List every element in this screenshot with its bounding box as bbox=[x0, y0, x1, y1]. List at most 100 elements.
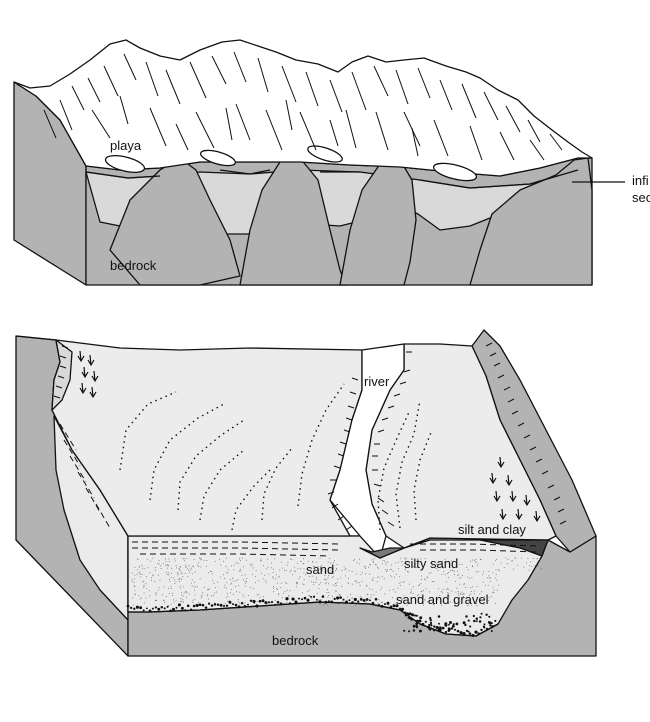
sand-dot bbox=[440, 601, 442, 603]
sand-dot bbox=[321, 565, 323, 566]
sand-dot bbox=[190, 569, 192, 571]
sand-dot bbox=[200, 566, 202, 568]
sand-dot bbox=[177, 571, 178, 573]
sand-dot bbox=[329, 557, 331, 559]
sand-dot bbox=[515, 557, 516, 559]
gravel-dot bbox=[477, 632, 481, 635]
sand-dot bbox=[417, 558, 418, 560]
sand-dot bbox=[319, 566, 321, 568]
sand-dot bbox=[432, 602, 434, 604]
sand-dot bbox=[485, 584, 486, 586]
sand-dot bbox=[495, 574, 497, 575]
sand-dot bbox=[279, 575, 281, 577]
sand-dot bbox=[134, 566, 136, 568]
sand-dot bbox=[227, 572, 229, 574]
sand-dot bbox=[185, 591, 187, 593]
gravel-dot bbox=[415, 614, 418, 617]
sand-dot bbox=[275, 599, 276, 601]
sand-dot bbox=[378, 599, 380, 601]
sand-dot bbox=[316, 578, 318, 580]
sand-dot bbox=[256, 601, 258, 603]
sand-dot bbox=[180, 570, 182, 572]
sand-dot bbox=[234, 586, 236, 587]
sand-dot bbox=[284, 590, 286, 592]
sand-dot bbox=[137, 558, 139, 560]
sand-dot bbox=[339, 594, 341, 596]
sand-dot bbox=[307, 560, 309, 562]
sand-dot bbox=[159, 579, 161, 581]
sand-dot bbox=[385, 564, 387, 566]
sand-dot bbox=[161, 594, 163, 596]
gravel-dot bbox=[488, 615, 491, 618]
sand-dot bbox=[224, 602, 226, 604]
sand-dot bbox=[360, 596, 362, 598]
sand-dot bbox=[482, 574, 484, 576]
sand-dot bbox=[143, 592, 145, 594]
sand-dot bbox=[388, 605, 390, 607]
sand-dot bbox=[402, 599, 404, 601]
sand-dot bbox=[453, 574, 455, 576]
sand-dot bbox=[149, 595, 151, 597]
sand-dot bbox=[173, 601, 175, 603]
sand-dot bbox=[157, 574, 159, 576]
sand-dot bbox=[341, 585, 343, 587]
sand-dot bbox=[460, 594, 462, 596]
gravel-dot bbox=[415, 626, 419, 629]
sand-dot bbox=[489, 577, 491, 579]
sand-dot bbox=[238, 570, 240, 572]
sand-dot bbox=[237, 579, 239, 581]
sand-dot bbox=[160, 568, 162, 570]
top-playa-oval-4 bbox=[432, 162, 478, 182]
gravel-dot bbox=[129, 606, 133, 610]
sand-dot bbox=[322, 569, 324, 571]
sand-dot bbox=[239, 568, 241, 570]
sand-dot bbox=[431, 562, 432, 564]
sand-dot bbox=[472, 559, 474, 561]
sand-dot bbox=[477, 570, 479, 572]
sand-dot bbox=[444, 558, 446, 560]
gravel-dot bbox=[490, 622, 493, 625]
sand-dot bbox=[300, 568, 302, 570]
sand-dot bbox=[528, 565, 530, 566]
sand-dot bbox=[451, 560, 453, 562]
gravel-dot bbox=[306, 598, 310, 602]
sand-dot bbox=[513, 568, 514, 570]
sand-dot bbox=[200, 557, 201, 559]
sand-dot bbox=[173, 577, 175, 579]
gravel-dot bbox=[428, 623, 431, 627]
gravel-dot bbox=[482, 625, 486, 628]
gravel-dot bbox=[171, 607, 176, 611]
sand-dot bbox=[378, 576, 380, 578]
sand-dot bbox=[134, 590, 136, 592]
gravel-dot bbox=[240, 601, 244, 605]
sand-dot bbox=[243, 603, 244, 605]
sand-dot bbox=[363, 566, 365, 568]
sand-dot bbox=[449, 564, 451, 566]
bottom-gravel-layer bbox=[128, 601, 499, 637]
sand-dot bbox=[224, 584, 226, 586]
sand-dot bbox=[441, 574, 443, 575]
gravel-dot bbox=[133, 607, 136, 610]
sand-dot bbox=[371, 589, 373, 591]
bottom-surface-dotted-lines bbox=[119, 383, 433, 531]
sand-dot bbox=[145, 583, 147, 585]
sand-dot bbox=[252, 567, 254, 569]
sand-dot bbox=[431, 581, 433, 583]
top-block-diagram bbox=[13, 39, 625, 286]
sand-dot bbox=[369, 564, 371, 566]
sand-dot bbox=[223, 574, 224, 576]
gravel-dot bbox=[474, 630, 478, 634]
sand-dot bbox=[237, 562, 239, 564]
sand-dot bbox=[164, 602, 166, 603]
sand-dot bbox=[192, 601, 194, 603]
sand-dot bbox=[174, 558, 176, 560]
sand-dot bbox=[184, 560, 186, 562]
sand-dot bbox=[491, 595, 493, 597]
gravel-dot bbox=[267, 601, 271, 604]
label-callout-line2: sec bbox=[632, 190, 650, 205]
sand-dot bbox=[225, 587, 227, 589]
sand-dot bbox=[166, 567, 168, 569]
sand-dot bbox=[168, 593, 170, 595]
top-ridge-3 bbox=[339, 159, 417, 286]
sand-dot bbox=[505, 557, 507, 559]
